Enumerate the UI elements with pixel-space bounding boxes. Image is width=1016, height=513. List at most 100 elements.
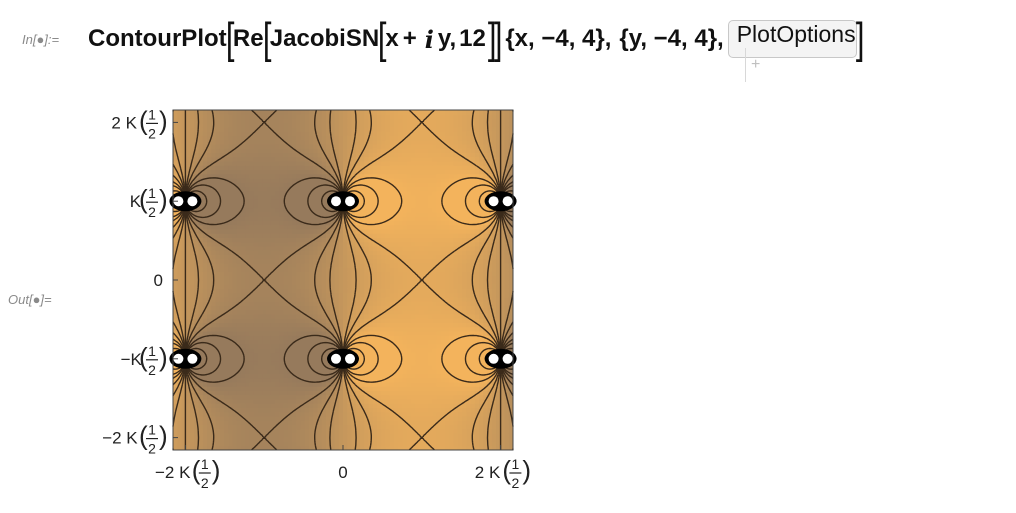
contour-fill-cell xyxy=(326,306,331,311)
contour-fill-cell xyxy=(250,374,255,379)
contour-fill-cell xyxy=(284,250,289,255)
contour-fill-cell xyxy=(292,110,297,115)
contour-fill-cell xyxy=(233,310,238,315)
contour-fill-cell xyxy=(228,344,233,349)
contour-fill-cell xyxy=(199,259,204,264)
contour-fill-cell xyxy=(411,352,416,357)
contour-fill-cell xyxy=(364,433,369,438)
contour-fill-cell xyxy=(415,246,420,251)
contour-fill-cell xyxy=(186,250,191,255)
contour-fill-cell xyxy=(390,425,395,430)
contour-fill-cell xyxy=(216,165,221,170)
contour-fill-cell xyxy=(309,357,314,362)
contour-fill-cell xyxy=(262,391,267,396)
contour-fill-cell xyxy=(177,416,182,421)
contour-fill-cell xyxy=(284,127,289,132)
contour-fill-cell xyxy=(420,225,425,230)
contour-fill-cell xyxy=(415,340,420,345)
contour-fill-cell xyxy=(347,144,352,149)
contour-fill-cell xyxy=(394,323,399,328)
contour-fill-cell xyxy=(233,433,238,438)
contour-fill-cell xyxy=(186,136,191,141)
contour-fill-cell xyxy=(288,221,293,226)
contour-fill-cell xyxy=(403,289,408,294)
contour-fill-cell xyxy=(275,416,280,421)
contour-fill-cell xyxy=(309,391,314,396)
contour-fill-cell xyxy=(313,170,318,175)
contour-fill-cell xyxy=(373,327,378,332)
contour-fill-cell xyxy=(220,276,225,281)
contour-fill-cell xyxy=(288,391,293,396)
contour-fill-cell xyxy=(267,182,272,187)
contour-fill-cell xyxy=(258,246,263,251)
contour-fill-cell xyxy=(322,140,327,145)
contour-fill-cell xyxy=(292,204,297,209)
contour-fill-cell xyxy=(250,182,255,187)
contour-fill-cell xyxy=(177,123,182,128)
contour-fill-cell xyxy=(262,144,267,149)
contour-fill-cell xyxy=(403,178,408,183)
contour-fill-cell xyxy=(279,123,284,128)
contour-fill-cell xyxy=(343,310,348,315)
contour-fill-cell xyxy=(258,425,263,430)
contour-fill-cell xyxy=(190,437,195,442)
contour-fill-cell xyxy=(305,369,310,374)
contour-fill-cell xyxy=(381,318,386,323)
contour-fill-cell xyxy=(190,297,195,302)
contour-fill-cell xyxy=(190,420,195,425)
contour-fill-cell xyxy=(305,403,310,408)
contour-fill-cell xyxy=(199,408,204,413)
contour-fill-cell xyxy=(432,284,437,289)
contour-fill-cell xyxy=(254,229,259,234)
contour-fill-cell xyxy=(313,301,318,306)
contour-fill-cell xyxy=(233,276,238,281)
contour-fill-cell xyxy=(377,148,382,153)
contour-fill-cell xyxy=(377,165,382,170)
contour-fill-cell xyxy=(216,416,221,421)
contour-fill-cell xyxy=(224,284,229,289)
contour-fill-cell xyxy=(224,301,229,306)
contour-fill-cell xyxy=(237,293,242,298)
contour-fill-cell xyxy=(309,276,314,281)
contour-fill-cell xyxy=(428,344,433,349)
contour-fill-cell xyxy=(284,395,289,400)
contour-fill-cell xyxy=(326,136,331,141)
contour-fill-cell xyxy=(411,263,416,268)
contour-fill-cell xyxy=(262,318,267,323)
contour-fill-cell xyxy=(415,323,420,328)
contour-fill-cell xyxy=(326,416,331,421)
contour-fill-cell xyxy=(228,357,233,362)
contour-fill-cell xyxy=(309,297,314,302)
contour-fill-cell xyxy=(390,229,395,234)
contour-fill-cell xyxy=(250,229,255,234)
contour-fill-cell xyxy=(432,433,437,438)
contour-fill-cell xyxy=(390,403,395,408)
contour-fill-cell xyxy=(432,276,437,281)
contour-fill-cell xyxy=(411,416,416,421)
contour-fill-cell xyxy=(390,310,395,315)
contour-fill-cell xyxy=(394,157,399,162)
contour-fill-cell xyxy=(356,255,361,260)
contour-fill-cell xyxy=(339,399,344,404)
contour-fill-cell xyxy=(220,442,225,447)
contour-fill-cell xyxy=(420,195,425,200)
contour-fill-cell xyxy=(211,408,216,413)
contour-fill-cell xyxy=(339,420,344,425)
contour-fill-cell xyxy=(237,314,242,319)
contour-fill-cell xyxy=(377,123,382,128)
contour-fill-cell xyxy=(284,408,289,413)
contour-fill-cell xyxy=(403,123,408,128)
contour-fill-cell xyxy=(224,114,229,119)
contour-fill-cell xyxy=(360,114,365,119)
contour-fill-cell xyxy=(292,365,297,370)
contour-fill-cell xyxy=(279,131,284,136)
contour-fill-cell xyxy=(258,301,263,306)
contour-fill-cell xyxy=(394,408,399,413)
contour-fill-cell xyxy=(220,289,225,294)
contour-fill-cell xyxy=(339,250,344,255)
contour-fill-cell xyxy=(381,365,386,370)
contour-fill-cell xyxy=(262,386,267,391)
contour-fill-cell xyxy=(360,344,365,349)
contour-fill-cell xyxy=(343,250,348,255)
contour-fill-cell xyxy=(241,267,246,272)
